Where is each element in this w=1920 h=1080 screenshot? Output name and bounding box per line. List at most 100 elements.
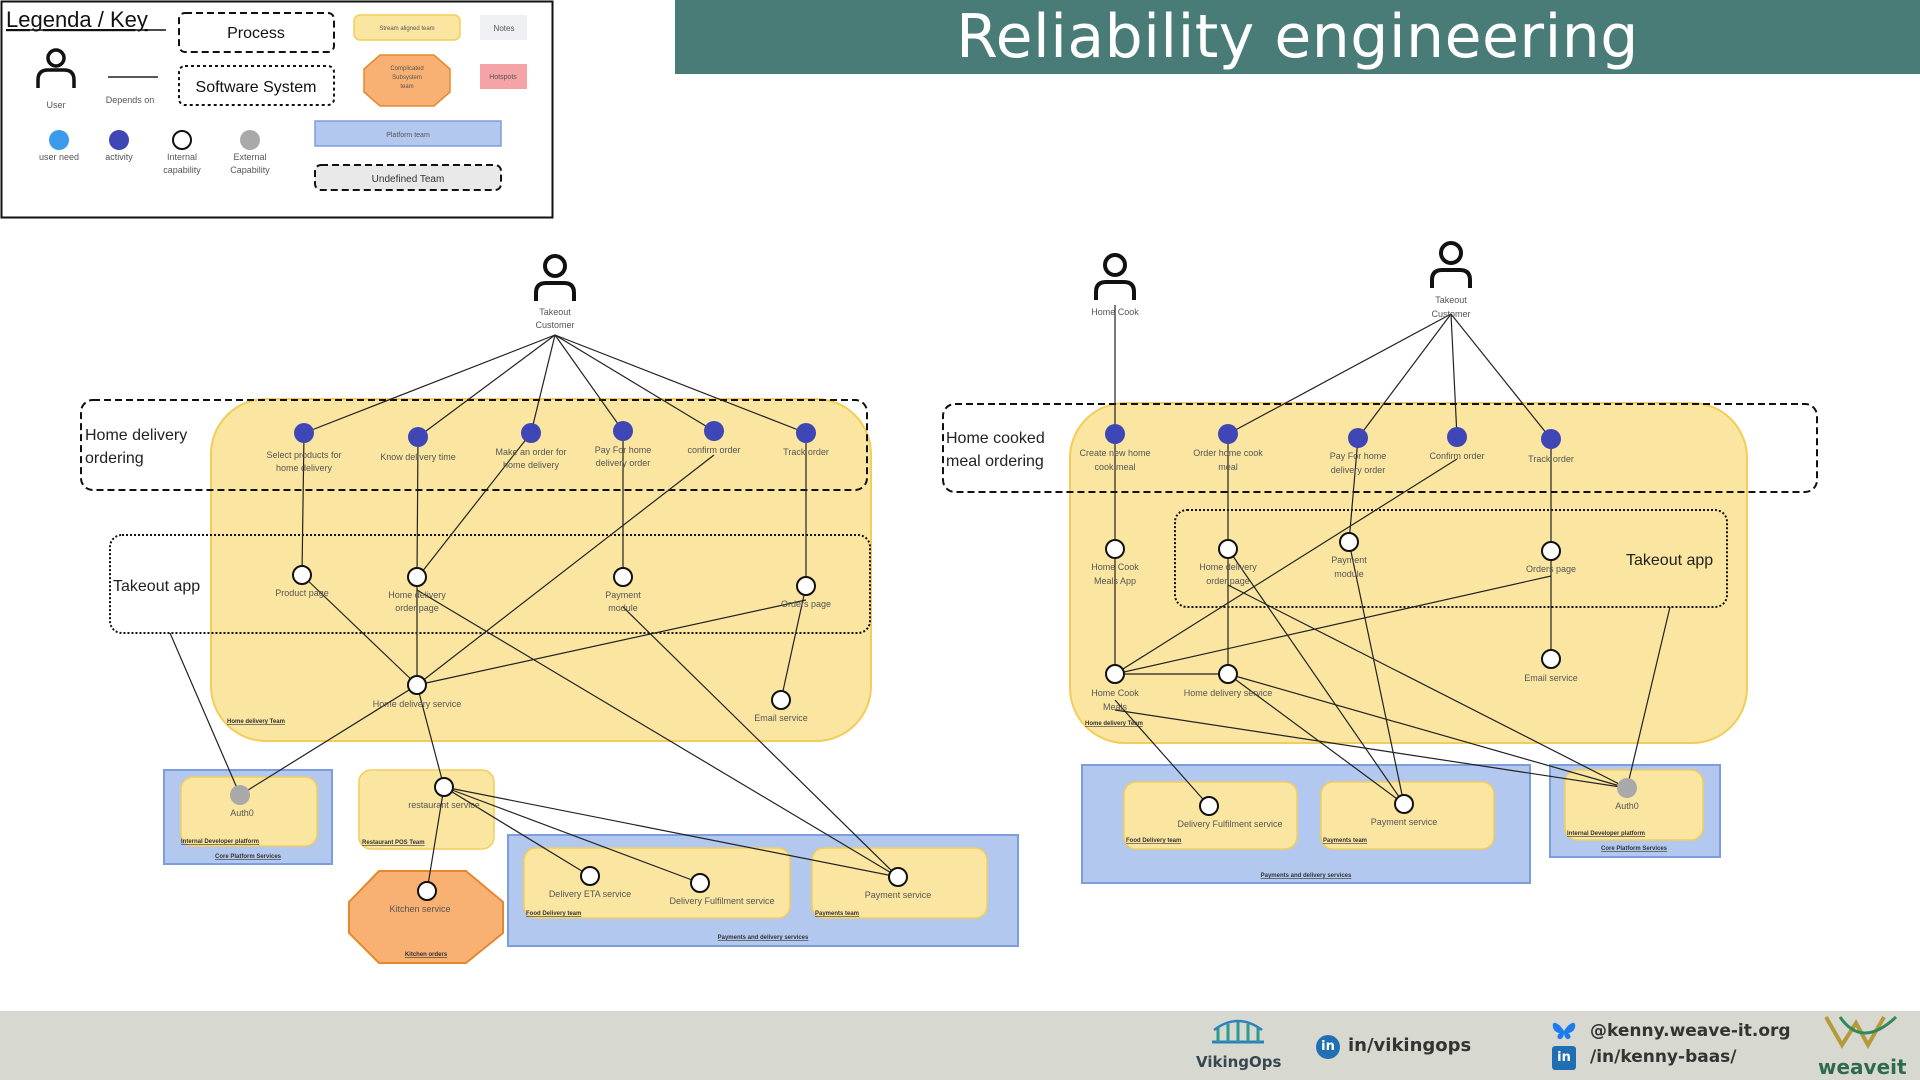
capability-label: restaurant service [408, 800, 480, 810]
page-title: Reliability engineering [956, 2, 1639, 72]
capability-node [1218, 539, 1238, 559]
capability-node [888, 867, 908, 887]
activity-label: cook meal [1094, 462, 1135, 472]
right-process-label-1: Home cooked [946, 430, 1045, 447]
vikingops-logo-icon [1212, 1019, 1264, 1044]
capability-node [1541, 541, 1561, 561]
activity-label: home delivery [503, 460, 560, 470]
legend-internal-2: capability [163, 165, 201, 175]
team-label: Restaurant POS Team [362, 840, 425, 846]
capability-label: Email service [1524, 673, 1578, 683]
legend-process: Process [227, 25, 285, 42]
activity-node [1348, 428, 1368, 448]
capability-label: Delivery ETA service [549, 889, 631, 899]
legend-activity-dot [109, 130, 129, 150]
activity-label: meal [1218, 462, 1238, 472]
activity-label: Order home cook [1193, 448, 1263, 458]
home-delivery-team-box [1069, 402, 1748, 744]
user-icon [36, 48, 76, 88]
legend-notes: Notes [494, 24, 515, 33]
capability-node [1339, 532, 1359, 552]
activity-label: Make an order for [495, 447, 566, 457]
team-label: Food Delivery team [526, 911, 581, 917]
weaveit-label: weaveit [1818, 1055, 1907, 1079]
activity-label: Pay For home [595, 445, 652, 455]
team-label: Home delivery Team [227, 719, 285, 725]
legend-internal-dot [172, 130, 192, 150]
linkedin-icon: in [1316, 1035, 1340, 1059]
capability-node [1105, 539, 1125, 559]
activity-label: Track order [1528, 454, 1574, 464]
footer: VikingOps in in/vikingops @kenny.weave-i… [0, 1011, 1920, 1080]
team-label: Internal Developer platform [181, 839, 259, 845]
linkedin-vikingops-link[interactable]: in/vikingops [1348, 1035, 1472, 1056]
capability-node [417, 881, 437, 901]
activity-label: Confirm order [1429, 451, 1484, 461]
capability-node [407, 675, 427, 695]
capability-node [1199, 796, 1219, 816]
external-capability-node [230, 785, 250, 805]
activity-label: delivery order [596, 458, 651, 468]
capability-node [407, 567, 427, 587]
user-icon [1094, 253, 1136, 300]
legend-user-need: user need [39, 152, 79, 162]
capability-label: Meals App [1094, 576, 1136, 586]
activity-node [408, 427, 428, 447]
capability-node [292, 565, 312, 585]
left-diagram: Takeout Customer Home delivery ordering … [80, 254, 1019, 964]
legend-external-1: External [233, 152, 266, 162]
legend-user-label: User [46, 100, 65, 110]
activity-label: Pay For home [1330, 451, 1387, 461]
user-icon [1430, 241, 1472, 288]
team-label: Kitchen orders [405, 952, 448, 958]
right-user2-label-1: Takeout [1435, 295, 1467, 305]
capability-node [690, 873, 710, 893]
activity-label: confirm order [687, 445, 740, 455]
right-diagram: Home Cook Takeout Customer Home cooked m… [942, 241, 1818, 884]
capability-label: Home Cook [1091, 562, 1139, 572]
team-label: Payments and delivery services [718, 935, 809, 941]
left-user-label-2: Customer [535, 320, 574, 330]
legend-complicated-1: Complicated [390, 66, 423, 72]
external-capability-node [1617, 778, 1637, 798]
activity-node [294, 423, 314, 443]
weaveit-logo-icon [1824, 1015, 1898, 1049]
kitchen-orders-box [348, 870, 504, 964]
capability-label: Home delivery [388, 590, 446, 600]
capability-label: Home delivery [1199, 562, 1257, 572]
bluesky-icon [1552, 1022, 1576, 1040]
legend-complicated-3: team [400, 84, 413, 90]
home-cooked-process [942, 403, 1818, 493]
linkedin-kenny-link[interactable]: /in/kenny-baas/ [1590, 1047, 1737, 1067]
activity-label: Know delivery time [380, 452, 456, 462]
capability-node [771, 690, 791, 710]
capability-node [434, 777, 454, 797]
right-process-label-2: meal ordering [946, 453, 1044, 470]
capability-label: Home delivery service [373, 699, 462, 709]
capability-label: Payment [605, 590, 641, 600]
activity-label: Create new home [1079, 448, 1150, 458]
capability-label: Product page [275, 588, 329, 598]
activity-node [1447, 427, 1467, 447]
user-icon [534, 254, 576, 301]
legend: Legenda / Key User Depends on Process So… [0, 0, 554, 219]
team-label: Payments and delivery services [1261, 873, 1352, 879]
capability-node [613, 567, 633, 587]
capability-label: Payment service [865, 890, 932, 900]
capability-label: module [608, 603, 638, 613]
capability-node [1218, 664, 1238, 684]
activity-node [1541, 429, 1561, 449]
right-user1-label: Home Cook [1091, 307, 1139, 317]
activity-node [1105, 424, 1125, 444]
capability-label: Home delivery service [1184, 688, 1273, 698]
capability-label: order page [1206, 576, 1250, 586]
left-process-label-2: ordering [85, 450, 144, 467]
activity-node [1218, 424, 1238, 444]
legend-activity: activity [105, 152, 133, 162]
legend-external-dot [240, 130, 260, 150]
capability-label: Payment service [1371, 817, 1438, 827]
capability-node [1105, 664, 1125, 684]
diagram-canvas: Legenda / Key User Depends on Process So… [0, 0, 1818, 964]
legend-software-system: Software System [196, 79, 317, 96]
bluesky-handle-link[interactable]: @kenny.weave-it.org [1590, 1021, 1791, 1041]
